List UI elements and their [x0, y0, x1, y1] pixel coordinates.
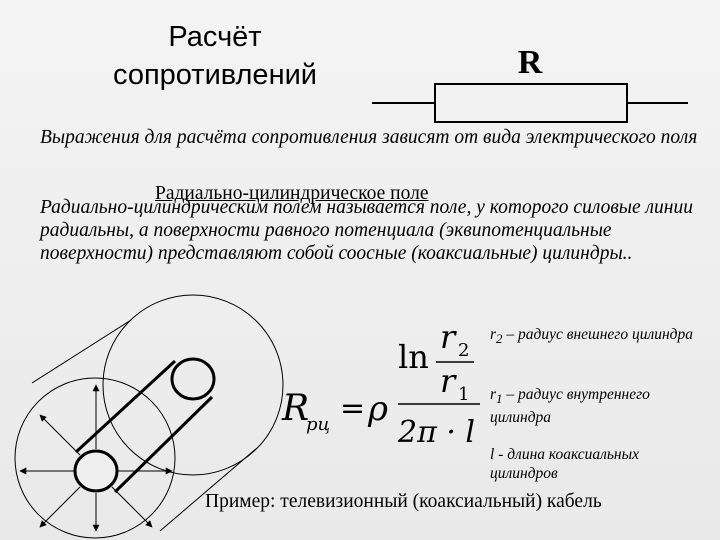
resistor-body [434, 83, 628, 123]
legend-r2-symbol: r [490, 326, 497, 343]
formula-rho: ρ [367, 389, 388, 429]
legend-l: l - длина коаксиальных цилиндров [490, 446, 639, 482]
coax-cylinder-drawing [14, 294, 284, 539]
outer-cylinder-bottom-edge [159, 447, 258, 532]
title-line-2: сопротивлений [113, 59, 317, 91]
radial-field-lines [19, 384, 173, 532]
legend-r2: r2 – радиус внешнего цилиндра [490, 325, 710, 348]
inner-cylinder-top-edge [74, 359, 177, 454]
inner-cylinder-bottom-edge [113, 395, 214, 494]
outer-cylinder-near-end [14, 377, 176, 539]
title-line-1: Расчёт [168, 21, 262, 53]
resistor-symbol [372, 83, 688, 123]
formula-r2-sub: 2 [458, 340, 469, 361]
resistor-label: R [517, 44, 543, 81]
inner-cylinder-far-end [170, 357, 216, 401]
formula-r1-sub: 1 [458, 384, 469, 405]
outer-cylinder-top-edge [31, 319, 132, 384]
formula-lhs-subscript: рц [306, 414, 330, 435]
legend-r2-subscript: 2 [496, 331, 503, 347]
formula-ln: ln [398, 338, 429, 376]
inner-cylinder-near-end [73, 449, 119, 493]
outer-cylinder-far-end [102, 294, 284, 476]
legend-r2-text: – радиус внешнего цилиндра [502, 326, 694, 343]
slide-title: Расчёт сопротивлений [75, 18, 355, 94]
legend-r1: r1 – радиус внутреннего цилиндра [490, 385, 710, 427]
legend-r1-text: – радиус внутреннего цилиндра [490, 386, 650, 427]
legend-r1-subscript: 1 [496, 391, 503, 407]
definition-text: Радиально-цилиндрическим полем называетс… [40, 197, 693, 264]
formula-r2: r [440, 318, 457, 356]
formula-denominator: 2π · l [397, 415, 475, 450]
example-text: Пример: телевизионный (коаксиальный) каб… [205, 491, 602, 512]
field-line-downleft [39, 486, 81, 528]
subheading: Радиально-цилиндрическое поле [155, 183, 429, 204]
resistance-formula: R рц = ρ ln r 2 r 1 2π · l [281, 318, 480, 450]
formula-lhs: R [281, 388, 309, 429]
formula-equals: = [340, 391, 365, 426]
formula-r1: r [440, 362, 457, 400]
field-line-upleft [39, 414, 81, 456]
legend-r1-symbol: r [490, 386, 497, 403]
field-line-downright [111, 486, 153, 528]
intro-text: Выражения для расчёта сопротивления зави… [40, 127, 698, 148]
